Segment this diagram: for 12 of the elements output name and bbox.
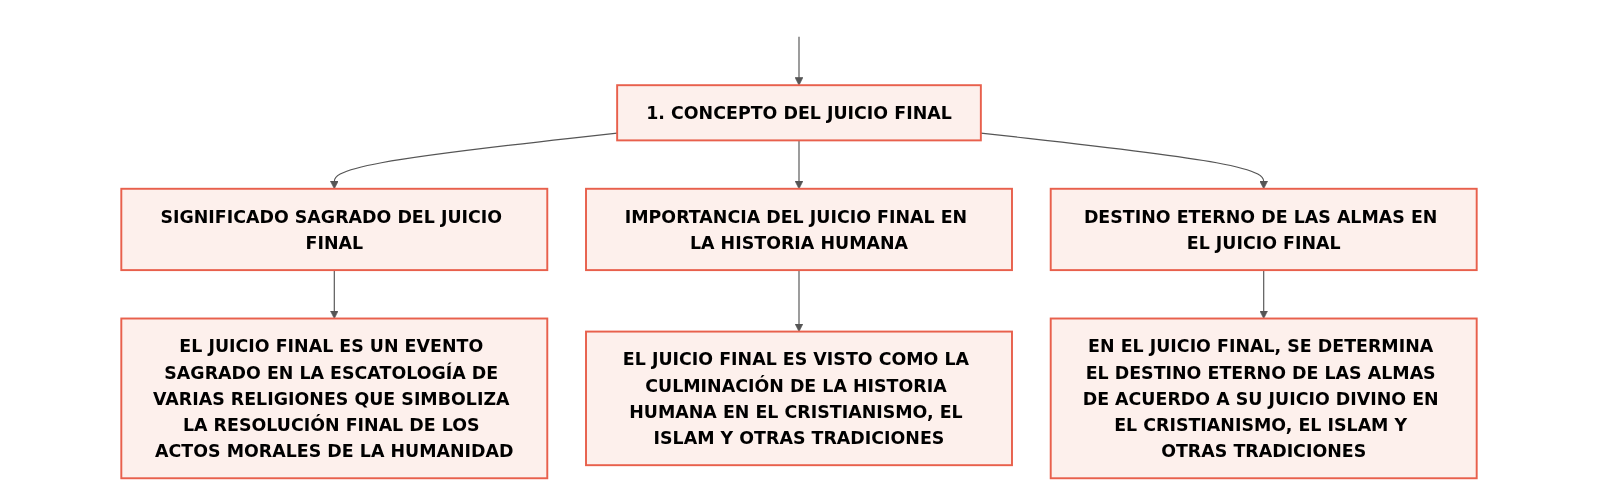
node-box: EL JUICIO FINAL ES VISTO COMO LA CULMINACIÓN DE LA HISTORIA HUMANA EN EL CRISTIANISMO, EL ISLAM Y OTRAS TRADICIONES <box>584 330 1013 467</box>
node-box: EN EL JUICIO FINAL, SE DETERMINA EL DESTINO ETERNO DE LAS ALMAS DE ACUERDO A SU JUICIO DIVINO EN EL CRISTIANISMO, EL ISLAM Y OTRAS TRADICIONES <box>1049 317 1478 480</box>
arrow <box>1258 269 1268 319</box>
arrow <box>794 36 803 86</box>
arrow <box>329 269 339 319</box>
node-box: IMPORTANCIA DEL JUICIO FINAL EN LA HISTORIA HUMANA <box>584 187 1013 272</box>
arrow <box>794 269 803 332</box>
node-box: SIGNIFICADO SAGRADO DEL JUICIO FINAL <box>119 187 548 272</box>
node-box: 1. CONCEPTO DEL JUICIO FINAL <box>615 84 982 142</box>
node-box: EL JUICIO FINAL ES UN EVENTO SAGRADO EN LA ESCATOLOGÍA DE VARIAS RELIGIONES QUE SIMBOLIZA LA RESOLUCIÓN FINAL DE LOS ACTOS MORALES DE LA HUMANIDAD <box>119 317 548 480</box>
arrow <box>794 139 803 190</box>
node-box: DESTINO ETERNO DE LAS ALMAS EN EL JUICIO FINAL <box>1049 187 1478 272</box>
